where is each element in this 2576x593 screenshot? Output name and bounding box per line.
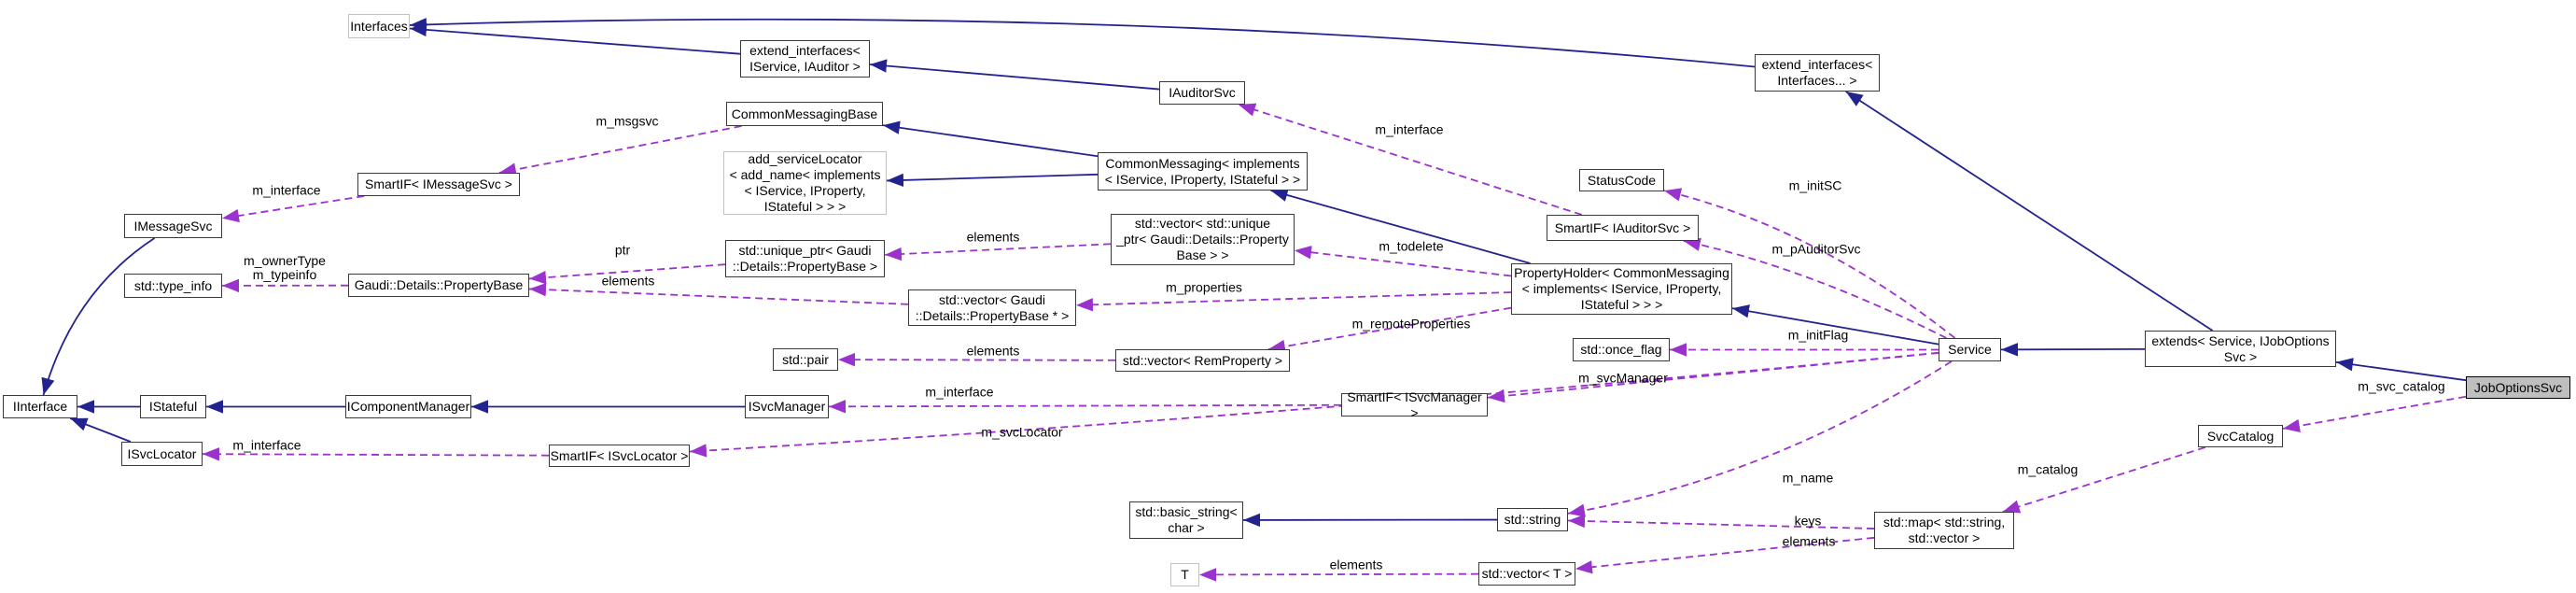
edge-extend-interfaces-iservice-iauditor-to-interfaces [409,22,741,55]
edge-smartif-isvcmanager-to-isvcmanager [828,400,1342,414]
edge-property-holder-to-vector-propertybase-ptr [1075,291,1512,312]
edge-imessagesvc-to-iinterface [41,237,156,396]
node-isvcmanager[interactable]: ISvcManager [745,395,829,418]
node-imessagesvc[interactable]: IMessageSvc [124,214,222,238]
edge-property-holder-to-common-messaging-impl [1270,188,1531,264]
node-smartif-isvclocator[interactable]: SmartIF< ISvcLocator > [549,445,690,467]
node-basic-string[interactable]: std::basic_string< char > [1129,501,1243,539]
edge-service-to-std-string [1567,360,1953,517]
edge-service-to-smartif-iauditorsvc [1683,237,1947,339]
node-iinterface[interactable]: IInterface [3,395,77,418]
node-statuscode[interactable]: StatusCode [1579,169,1664,191]
node-common-messaging-impl[interactable]: CommonMessaging< implements < IService, … [1098,152,1308,191]
node-smartif-iauditorsvc[interactable]: SmartIF< IAuditorSvc > [1547,215,1699,241]
edge-std-map-to-std-string [1567,514,1875,529]
node-service[interactable]: Service [1939,338,2001,361]
edge-smartif-imessagesvc-to-imessagesvc [221,195,365,223]
node-common-messaging-base[interactable]: CommonMessagingBase [726,102,883,126]
edge-service-to-property-holder [1731,304,1939,346]
node-unique-ptr-propertybase[interactable]: std::unique_ptr< Gaudi ::Details::Proper… [725,240,885,277]
node-smartif-imessagesvc[interactable]: SmartIF< IMessageSvc > [357,173,520,196]
edge-vector-t-to-t [1198,568,1479,582]
edge-smartif-isvclocator-to-isvclocator [202,447,550,461]
node-isvclocator[interactable]: ISvcLocator [121,442,203,466]
edge-service-to-statuscode [1663,188,1956,339]
node-vector-t[interactable]: std::vector< T > [1478,562,1575,586]
node-std-string[interactable]: std::string [1497,508,1568,531]
edge-extends-service-ijoboptionssvc-to-extend-interfaces-variadic [1845,91,2214,332]
node-iauditorsvc[interactable]: IAuditorSvc [1159,81,1245,105]
node-istateful[interactable]: IStateful [140,395,206,418]
edge-vector-unique-ptr-propertybase-to-unique-ptr-propertybase [884,243,1112,261]
edge-svccatalog-to-std-map [2002,446,2206,514]
edge-std-map-to-vector-t [1575,536,1875,574]
node-std-pair[interactable]: std::pair [773,348,838,371]
node-vector-unique-ptr-propertybase[interactable]: std::vector< std::unique _ptr< Gaudi::De… [1111,214,1295,265]
edge-property-holder-to-vector-unique-ptr-propertybase [1294,246,1512,277]
node-extend-interfaces-variadic[interactable]: extend_interfaces< Interfaces... > [1755,54,1880,92]
node-icomponentmanager[interactable]: IComponentManager [345,395,471,418]
node-svccatalog[interactable]: SvcCatalog [2198,425,2283,447]
edge-vector-propertybase-ptr-to-property-base [528,282,909,305]
edge-common-messaging-base-to-smartif-imessagesvc [498,125,742,176]
node-interfaces[interactable]: Interfaces [348,14,410,38]
node-extends-service-ijoboptionssvc[interactable]: extends< Service, IJobOptions Svc > [2145,331,2336,367]
edge-joboptionssvc-to-extends-service-ijoboptionssvc [2335,358,2467,382]
node-joboptionssvc[interactable]: JobOptionsSvc [2466,376,2570,399]
node-smartif-isvcmanager[interactable]: SmartIF< ISvcManager > [1341,389,1488,420]
edge-isvclocator-to-iinterface [69,417,132,443]
node-once-flag[interactable]: std::once_flag [1573,338,1670,361]
node-std-map[interactable]: std::map< std::string, std::vector > [1874,512,2014,549]
node-vector-propertybase-ptr[interactable]: std::vector< Gaudi ::Details::PropertyBa… [908,289,1076,326]
node-type-info[interactable]: std::type_info [124,274,222,298]
edge-unique-ptr-propertybase-to-property-base [528,263,726,285]
node-vector-remproperty[interactable]: std::vector< RemProperty > [1115,349,1290,372]
node-property-holder[interactable]: PropertyHolder< CommonMessaging < implem… [1511,263,1732,315]
edge-joboptionssvc-to-svccatalog [2282,395,2467,433]
node-t[interactable]: T [1170,563,1199,586]
node-extend-interfaces-iservice-iauditor[interactable]: extend_interfaces< IService, IAuditor > [740,40,870,78]
edge-extend-interfaces-variadic-to-interfaces [409,18,1756,68]
edge-iauditorsvc-to-extend-interfaces-iservice-iauditor [869,59,1160,91]
edge-common-messaging-impl-to-common-messaging-base [882,120,1099,158]
node-property-base[interactable]: Gaudi::Details::PropertyBase [348,274,529,297]
edge-extends-service-ijoboptionssvc-to-service [2000,343,2146,357]
edge-service-to-smartif-isvclocator [689,351,1939,458]
edge-common-messaging-impl-to-add-servicelocator [886,173,1099,188]
edge-property-holder-to-vector-remproperty [1267,306,1512,354]
node-add-servicelocator[interactable]: add_serviceLocator < add_name< implement… [723,151,887,215]
